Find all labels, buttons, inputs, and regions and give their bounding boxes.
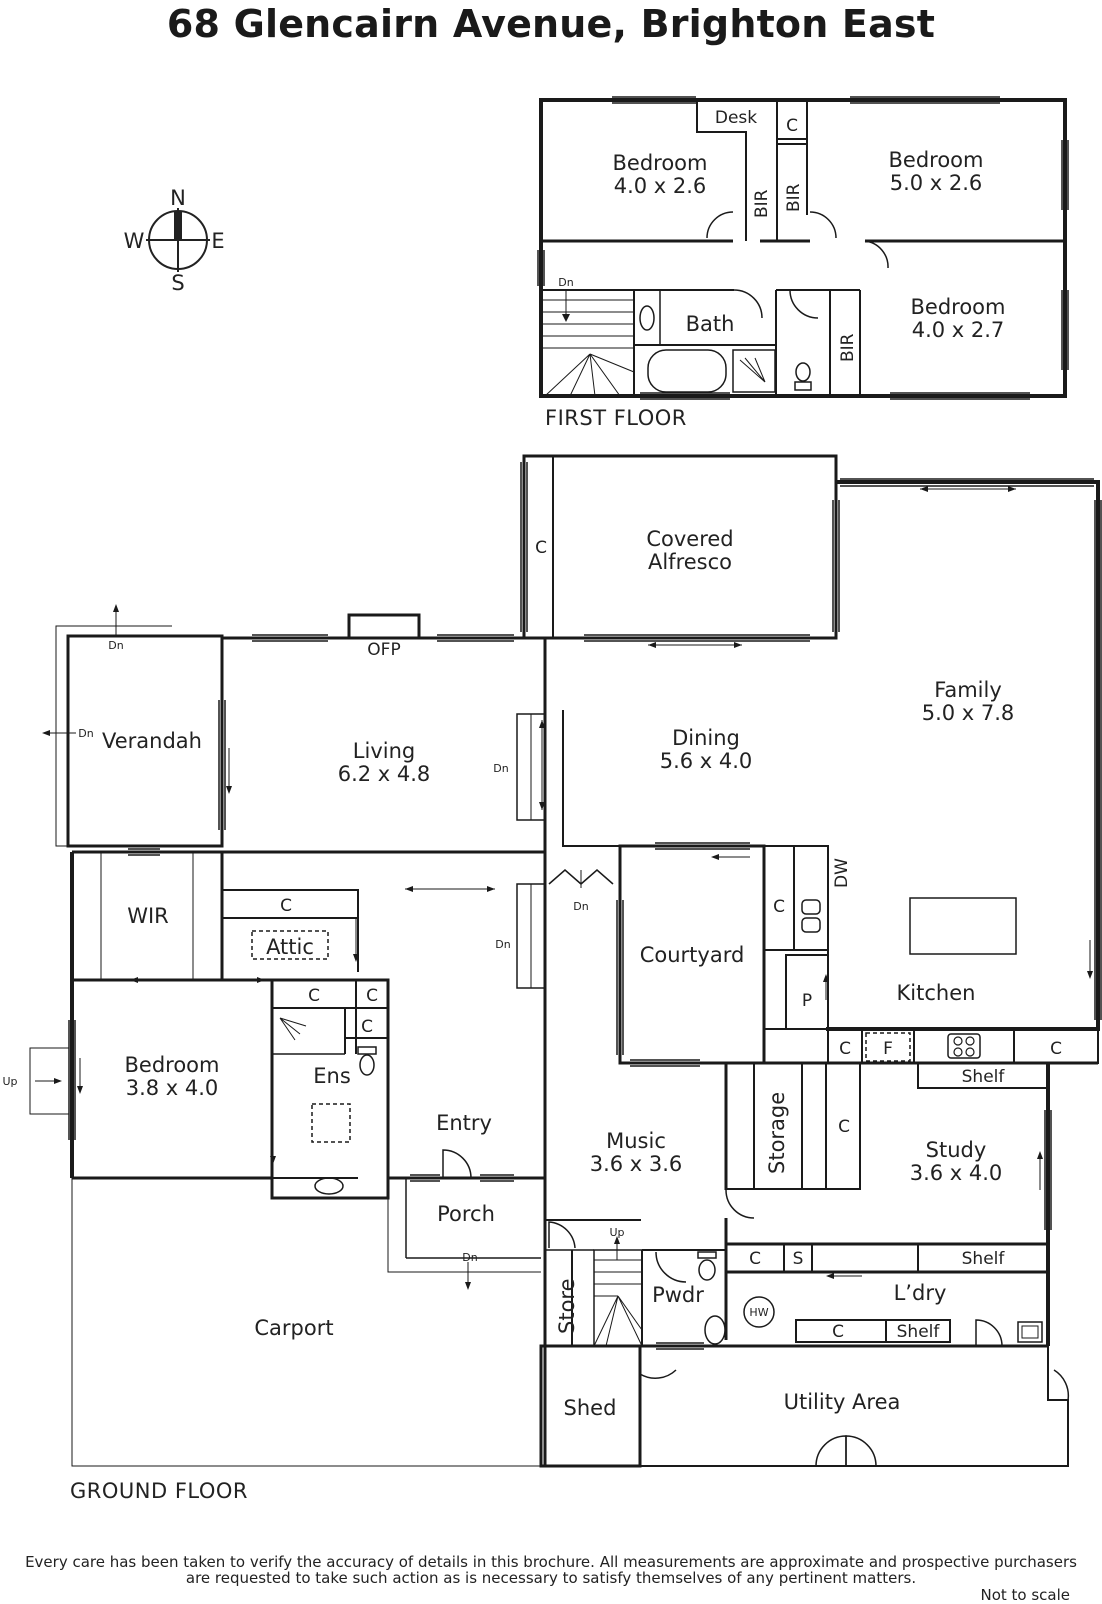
kitchen-label: Kitchen	[897, 981, 976, 1005]
verandah-label: Verandah	[102, 729, 202, 753]
living-size: 6.2 x 4.8	[338, 762, 431, 786]
laundry-s-label: S	[793, 1249, 804, 1269]
plan-title: 68 Glencairn Avenue, Brighton East	[166, 2, 936, 46]
ground-floor-labels: Covered Alfresco C Family 5.0 x 7.8 Dini…	[2, 527, 1061, 1503]
family-name: Family	[934, 678, 1002, 702]
disclaimer-line-1: Every care has been taken to verify the …	[25, 1553, 1077, 1571]
bir-2-label: BIR	[784, 183, 804, 212]
courtyard-dn-label: Dn	[573, 900, 588, 913]
bedroom-name: Bedroom	[125, 1053, 220, 1077]
study-size: 3.6 x 4.0	[910, 1161, 1003, 1185]
attic-c-label: C	[280, 896, 292, 916]
bath-label: Bath	[686, 312, 735, 336]
compass-south: S	[171, 271, 184, 295]
alfresco-c-label: C	[535, 538, 547, 558]
bedroom-3-size: 4.0 x 2.7	[912, 318, 1005, 342]
laundry-label: L’dry	[894, 1281, 947, 1305]
carport-label: Carport	[254, 1316, 333, 1340]
bedroom-2-size: 5.0 x 2.6	[890, 171, 983, 195]
dining-size: 5.6 x 4.0	[660, 749, 753, 773]
hot-water-label: HW	[749, 1306, 768, 1319]
stair-dn-label: Dn	[558, 276, 573, 289]
store-label: Store	[555, 1278, 579, 1334]
fridge-label: F	[883, 1039, 893, 1059]
not-to-scale-note: Not to scale	[980, 1586, 1070, 1604]
bedroom-1-size: 4.0 x 2.6	[614, 174, 707, 198]
stair-up-label: Up	[609, 1226, 624, 1239]
bedroom-3-name: Bedroom	[911, 295, 1006, 319]
verandah-dn-top: Dn	[108, 639, 123, 652]
verandah-dn-side: Dn	[78, 727, 93, 740]
study-shelf-label: Shelf	[962, 1067, 1006, 1087]
first-floor-labels: Desk C Bedroom 4.0 x 2.6 Bedroom 5.0 x 2…	[545, 108, 1005, 430]
bir-1-label: BIR	[752, 189, 772, 218]
first-floor-label: FIRST FLOOR	[545, 406, 687, 430]
hall-dn-label: Dn	[495, 938, 510, 951]
family-size: 5.0 x 7.8	[922, 701, 1015, 725]
ens-label: Ens	[313, 1064, 351, 1088]
porch-label: Porch	[437, 1202, 495, 1226]
courtyard-label: Courtyard	[640, 943, 745, 967]
pantry-label: P	[802, 991, 812, 1011]
kitchen-c-label: C	[773, 897, 785, 917]
compass-north: N	[170, 186, 186, 210]
laundry-c2-label: C	[832, 1322, 844, 1342]
laundry-shelf2-label: Shelf	[897, 1322, 941, 1342]
cupboard-label: C	[786, 116, 798, 136]
desk-label: Desk	[715, 108, 757, 128]
alfresco-line1: Covered	[646, 527, 733, 551]
bench-c1-label: C	[839, 1039, 851, 1059]
bedroom-up-label: Up	[2, 1075, 17, 1088]
compass-west: W	[124, 229, 145, 253]
attic-label: Attic	[266, 935, 314, 959]
ens-c3-label: C	[361, 1017, 373, 1037]
bedroom-2-name: Bedroom	[889, 148, 984, 172]
compass-east: E	[211, 229, 224, 253]
disclaimer-line-2: are requested to take such action as is …	[185, 1569, 917, 1587]
compass-icon: N S E W	[124, 186, 225, 295]
storage-label: Storage	[765, 1092, 789, 1174]
living-dn-label: Dn	[493, 762, 508, 775]
alfresco-line2: Alfresco	[648, 550, 732, 574]
ens-c2-label: C	[366, 986, 378, 1006]
ground-floor-plan	[29, 454, 1102, 1468]
pwdr-label: Pwdr	[652, 1283, 704, 1307]
porch-dn-label: Dn	[462, 1251, 477, 1264]
ens-c1-label: C	[308, 986, 320, 1006]
first-floor-plan	[537, 96, 1069, 400]
storage-c-label: C	[838, 1117, 850, 1137]
laundry-c-label: C	[749, 1249, 761, 1269]
laundry-shelf-label: Shelf	[962, 1249, 1006, 1269]
bir-3-label: BIR	[838, 333, 858, 362]
wir-label: WIR	[127, 904, 169, 928]
dw-label: DW	[832, 858, 852, 888]
music-size: 3.6 x 3.6	[590, 1152, 683, 1176]
bedroom-size: 3.8 x 4.0	[126, 1076, 219, 1100]
study-name: Study	[926, 1138, 987, 1162]
dining-name: Dining	[672, 726, 740, 750]
shed-label: Shed	[564, 1396, 617, 1420]
ofp-label: OFP	[367, 640, 400, 660]
utility-label: Utility Area	[784, 1390, 901, 1414]
ground-floor-label: GROUND FLOOR	[70, 1479, 248, 1503]
bench-c2-label: C	[1050, 1039, 1062, 1059]
music-name: Music	[606, 1129, 666, 1153]
living-name: Living	[353, 739, 415, 763]
bedroom-1-name: Bedroom	[613, 151, 708, 175]
entry-label: Entry	[436, 1111, 492, 1135]
